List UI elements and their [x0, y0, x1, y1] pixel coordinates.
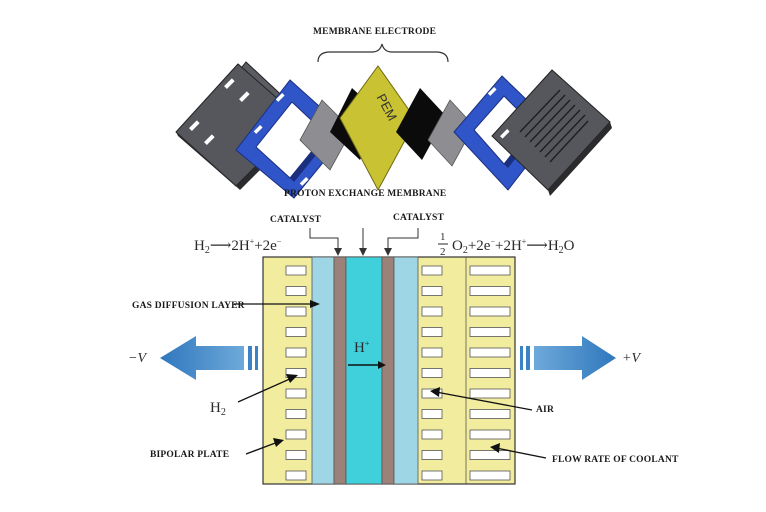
svg-text:1: 1 — [440, 231, 446, 243]
pem-membrane: PEM — [339, 65, 417, 192]
flow-channel-slot — [421, 347, 443, 358]
positive-terminal-arrow — [520, 336, 616, 380]
flow-channel-slot — [285, 368, 307, 378]
flow-channel-slot — [469, 368, 511, 378]
h2-pointer — [237, 377, 293, 403]
left-bipolar-plate — [285, 265, 307, 481]
flow-channel-slot — [285, 450, 307, 460]
left-catalyst-layer — [333, 256, 347, 485]
flow-channel-slot — [469, 286, 511, 296]
air-arrowhead — [430, 387, 440, 397]
right-gas-diffusion-layer — [393, 256, 419, 485]
flow-channel-slot — [469, 409, 511, 419]
fuel-cell-cross-section — [262, 256, 516, 485]
flow-channel-slot — [421, 450, 443, 460]
flow-channel-slot — [421, 327, 443, 337]
catalyst-right-arrowhead — [384, 248, 392, 256]
h2-label: H2 — [210, 400, 226, 418]
flow-channel-slot — [285, 265, 307, 276]
cathode-equation: 1 2 O2+2e−+2H+⟶H2O — [438, 231, 575, 258]
flow-rate-of-coolant-label: FLOW RATE OF COOLANT — [552, 455, 679, 465]
catalyst-left-label: CATALYST — [270, 215, 322, 225]
bipolar-plate-label: BIPOLAR PLATE — [150, 450, 229, 460]
catalyst-right-pointer — [387, 228, 419, 252]
bipolar-plate-arrowhead — [273, 438, 284, 447]
right-bipolar-plate — [421, 265, 511, 481]
gas-diffusion-layer-label: GAS DIFFUSION LAYER — [132, 301, 245, 311]
catalyst-left-pointer — [309, 228, 339, 252]
flow-channel-slot — [469, 306, 511, 317]
membrane-electrode-brace — [317, 43, 449, 63]
flow-channel-slot — [285, 347, 307, 358]
flow-channel-slot — [469, 429, 511, 440]
negative-terminal-arrow — [160, 336, 258, 380]
bipolar-plate-pointer — [245, 441, 279, 455]
flow-channel-slot — [285, 409, 307, 419]
flow-channel-slot — [285, 306, 307, 317]
coolant-pointer — [495, 447, 547, 459]
flow-channel-slot — [285, 388, 307, 399]
flow-channel-slot — [469, 470, 511, 481]
h2-arrowhead — [286, 374, 298, 383]
catalyst-right-label: CATALYST — [393, 213, 445, 223]
right-catalyst-sheet — [396, 88, 446, 160]
air-label: AIR — [536, 405, 554, 415]
flow-channel-slot — [285, 286, 307, 296]
h-plus-label: H+ — [354, 339, 370, 356]
flow-channel-slot — [421, 286, 443, 296]
gdl-arrowhead — [310, 300, 320, 308]
coolant-arrowhead — [490, 443, 500, 453]
flow-channel-slot — [421, 429, 443, 440]
flow-channel-slot — [285, 470, 307, 481]
flow-channel-slot — [469, 450, 511, 460]
flow-channel-slot — [469, 265, 511, 276]
proton-exchange-membrane-label: PROTON EXCHANGE MEMBRANE — [284, 189, 446, 199]
right-catalyst-layer — [381, 256, 395, 485]
proton-exchange-membrane-layer — [345, 256, 383, 485]
flow-channel-slot — [421, 265, 443, 276]
air-pointer — [435, 391, 533, 411]
flow-channel-slot — [469, 388, 511, 399]
svg-text:O2+2e−+2H+⟶H2O: O2+2e−+2H+⟶H2O — [452, 237, 575, 256]
proton-flow-arrowhead — [378, 361, 386, 369]
membrane-electrode-label: MEMBRANE ELECTRODE — [313, 27, 436, 37]
left-gas-diffusion-layer — [311, 256, 335, 485]
positive-voltage-label: +V — [622, 351, 641, 366]
membrane-arrowhead — [359, 248, 367, 256]
svg-text:2: 2 — [440, 246, 446, 258]
flow-channel-slot — [285, 429, 307, 440]
catalyst-left-arrowhead — [334, 248, 342, 256]
flow-channel-slot — [469, 327, 511, 337]
right-end-plate — [491, 69, 612, 196]
flow-channel-slot — [421, 368, 443, 378]
flow-channel-slot — [285, 327, 307, 337]
flow-channel-slot — [421, 470, 443, 481]
flow-channel-slot — [469, 347, 511, 358]
flow-channel-slot — [421, 409, 443, 419]
anode-equation: H2⟶2H++2e− — [194, 237, 282, 256]
negative-voltage-label: −V — [128, 351, 147, 366]
exploded-stack-view: PEM — [175, 43, 612, 199]
flow-channel-slot — [421, 306, 443, 317]
